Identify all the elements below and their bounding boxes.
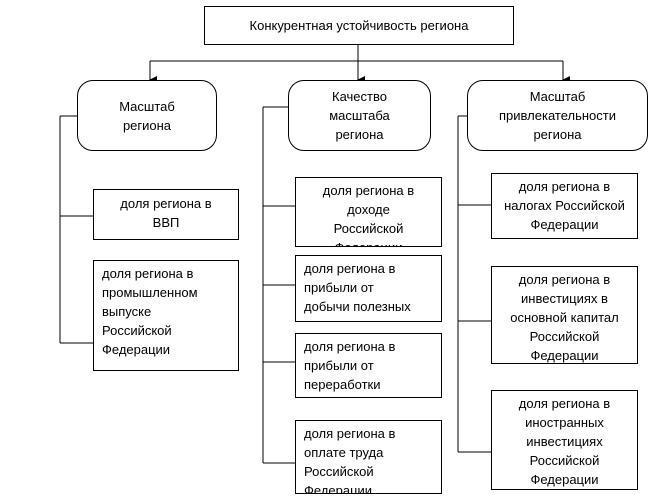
column-1-item-2-label: доля региона в промышленном выпуске Росс…: [102, 266, 198, 357]
column-2-item-2-label: доля региона в прибыли от добычи полезны…: [304, 261, 411, 321]
column-2-item-1: доля региона в доходе Российской Федерац…: [295, 177, 442, 247]
column-header-3-label: Масштаб привлекательности региона: [499, 89, 616, 142]
column-header-3: Масштаб привлекательности региона: [467, 80, 648, 151]
column-2-item-3-label: доля региона в прибыли от переработки: [304, 339, 396, 392]
column-3-item-2: доля региона в инвестициях в основной ка…: [491, 266, 638, 364]
column-3-item-3-label: доля региона в иностранных инвестициях Р…: [518, 396, 611, 487]
column-2-item-3: доля региона в прибыли от переработки: [295, 333, 442, 398]
column-3-item-1: доля региона в налогах Российской Федера…: [491, 173, 638, 239]
column-3-item-2-label: доля региона в инвестициях в основной ка…: [510, 272, 619, 363]
column-1-item-1-label: доля региона в ВВП: [120, 196, 212, 230]
column-header-1-label: Масштаб региона: [119, 98, 175, 133]
column-2-item-2: доля региона в прибыли от добычи полезны…: [295, 255, 442, 322]
column-header-2-label: Качество масштаба региона: [329, 89, 390, 142]
column-2-item-4: доля региона в оплате труда Российской Ф…: [295, 420, 442, 494]
column-1-item-2: доля региона в промышленном выпуске Росс…: [93, 260, 239, 371]
root-node: Конкурентная устойчивость региона: [204, 6, 514, 45]
column-2-item-1-label: доля региона в доходе Российской Федерац…: [322, 183, 415, 246]
column-3-item-1-label: доля региона в налогах Российской Федера…: [504, 179, 625, 232]
root-label: Конкурентная устойчивость региона: [249, 18, 469, 33]
column-header-2: Качество масштаба региона: [288, 80, 431, 151]
column-header-1: Масштаб региона: [77, 80, 217, 151]
column-1-item-1: доля региона в ВВП: [93, 189, 239, 240]
column-2-item-4-label: доля региона в оплате труда Российской Ф…: [304, 426, 396, 494]
column-3-item-3: доля региона в иностранных инвестициях Р…: [491, 390, 638, 490]
